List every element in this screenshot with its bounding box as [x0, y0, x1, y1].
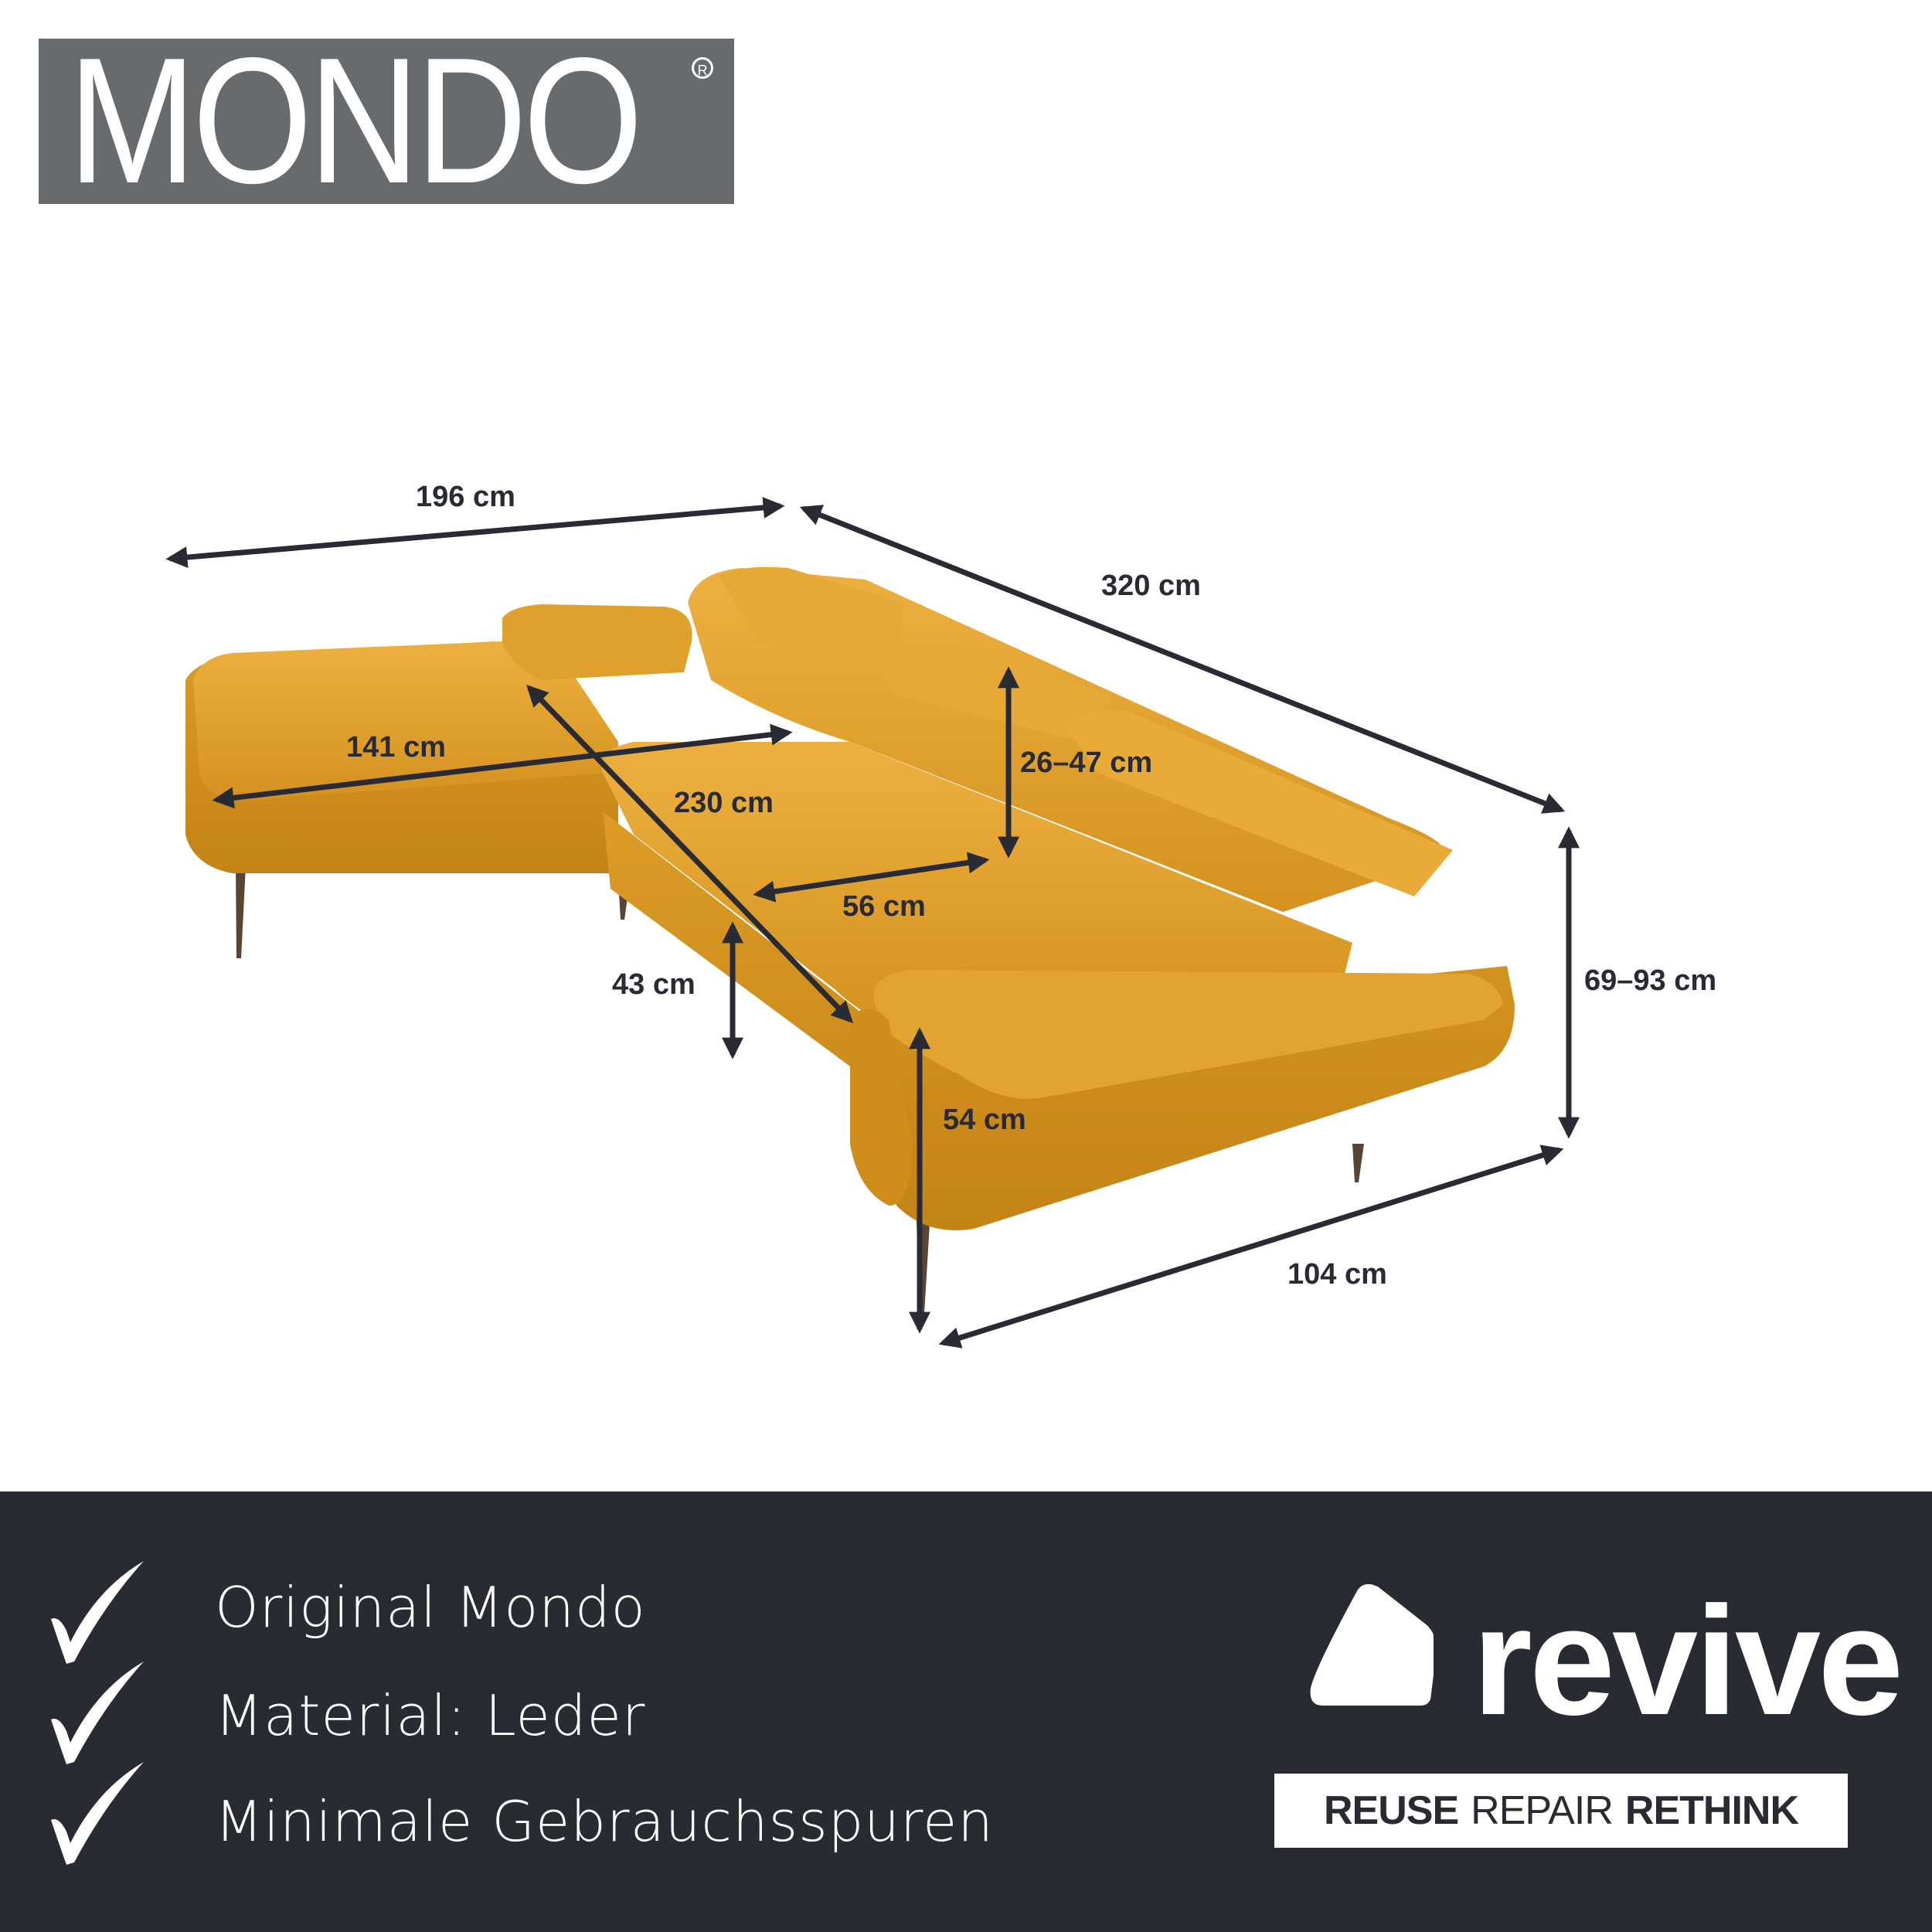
dimension-label-196: 196 cm — [416, 481, 515, 513]
brand-name: MONDO — [68, 21, 643, 221]
mondo-logo: MONDO — [39, 32, 734, 211]
feature-material: Material: Leder — [215, 1683, 646, 1748]
footer-banner — [0, 1492, 1932, 1932]
tagline-repair: REPAIR — [1471, 1788, 1614, 1833]
checkmark-icon — [51, 1561, 144, 1664]
registered-mark-icon: R — [692, 57, 713, 79]
tagline-rethink: RETHINK — [1624, 1788, 1799, 1833]
dimension-label-104: 104 cm — [1287, 1258, 1387, 1291]
dimension-label-56: 56 cm — [842, 890, 926, 923]
arrow-230 — [526, 684, 853, 1024]
dimension-arrows — [165, 496, 1580, 1349]
arrow-320 — [799, 505, 1566, 814]
feature-original: Original Mondo — [215, 1575, 646, 1640]
dimension-label-43: 43 cm — [612, 968, 696, 1001]
arrow-196 — [165, 496, 785, 569]
dimension-label-26-47: 26–47 cm — [1020, 747, 1153, 779]
dimension-label-54: 54 cm — [943, 1104, 1026, 1136]
armrest-front — [850, 1009, 912, 1206]
tagline-reuse: REUSE — [1323, 1788, 1459, 1833]
revive-tagline: REUSE REPAIR RETHINK — [1274, 1774, 1848, 1848]
dimension-label-230: 230 cm — [674, 787, 774, 819]
sofa-dimension-diagram — [165, 496, 1580, 1349]
arrow-104 — [938, 1145, 1564, 1349]
dimension-label-320: 320 cm — [1101, 570, 1201, 602]
armrest — [873, 970, 1503, 1099]
revive-logo-icon — [1310, 1583, 1434, 1706]
checkmark-icon — [51, 1762, 144, 1865]
checkmark-icon — [51, 1662, 144, 1764]
revive-wordmark: revive — [1472, 1575, 1903, 1747]
feature-condition: Minimale Gebrauchsspuren — [215, 1789, 994, 1854]
dimension-label-69-93: 69–93 cm — [1584, 964, 1717, 997]
dimension-label-141: 141 cm — [346, 731, 446, 764]
chaise-headrest — [502, 604, 692, 680]
